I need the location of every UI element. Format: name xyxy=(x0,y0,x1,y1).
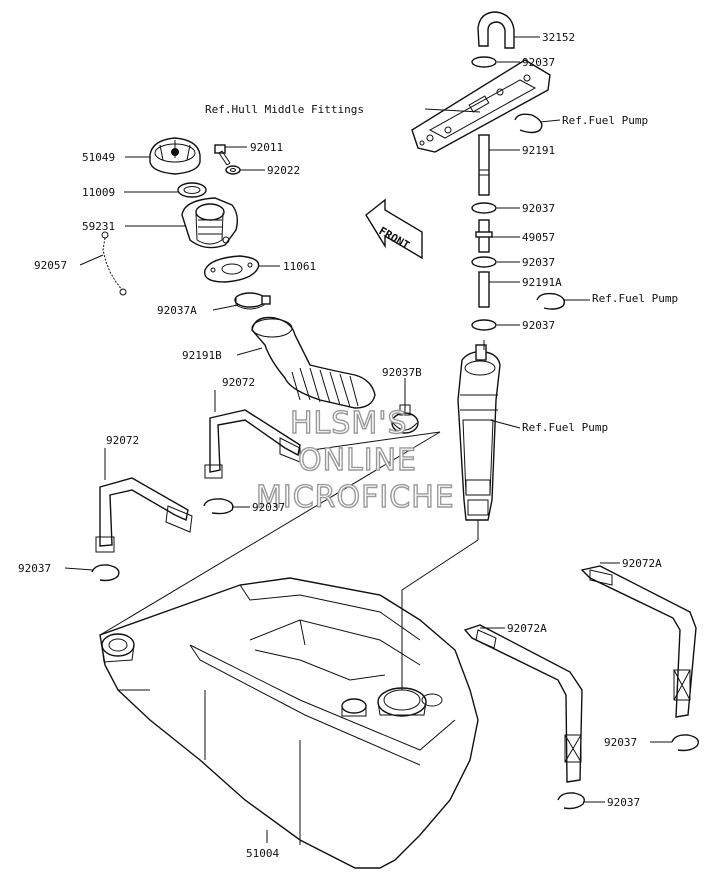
label-92072-a: 92072 xyxy=(222,376,255,389)
label-92037-r2: 92037 xyxy=(607,796,640,809)
label-92037-mid: 92037 xyxy=(252,501,285,514)
label-59231: 59231 xyxy=(82,220,115,233)
watermark: HLSM'S ONLINE MICROFICHE xyxy=(255,405,455,515)
label-49057: 49057 xyxy=(522,231,555,244)
clip-92037-r1 xyxy=(671,734,700,752)
label-92072A-2: 92072A xyxy=(507,622,547,635)
clip-92037-4 xyxy=(471,319,497,331)
hose-92191A xyxy=(478,271,490,308)
hull-fitting-bracket xyxy=(411,59,551,153)
label-92072-b: 92072 xyxy=(106,434,139,447)
front-arrow: FRONT xyxy=(365,198,423,260)
washer-92022 xyxy=(225,165,241,175)
label-51004: 51004 xyxy=(246,847,279,860)
label-ref-hull: Ref.Hull Middle Fittings xyxy=(205,103,364,116)
label-92191: 92191 xyxy=(522,144,555,157)
label-92191A: 92191A xyxy=(522,276,562,289)
clip-92037-2 xyxy=(471,202,497,214)
label-92011: 92011 xyxy=(250,141,283,154)
hose-92191 xyxy=(478,134,490,196)
label-ref-fuel-pump-3: Ref.Fuel Pump xyxy=(522,421,608,434)
clip-92037-top xyxy=(471,56,497,68)
label-92037-4: 92037 xyxy=(522,319,555,332)
clip-92037-3 xyxy=(471,256,497,268)
filler-neck-59231 xyxy=(181,197,239,249)
clamp-92037A xyxy=(234,292,271,310)
band-92072-b xyxy=(95,477,193,553)
band-92072A-2 xyxy=(463,624,583,783)
filler-cap-51049 xyxy=(149,137,201,175)
label-ref-fuel-pump-1: Ref.Fuel Pump xyxy=(562,114,648,127)
part-labels: 32152 92037 Ref.Hull Middle Fittings Ref… xyxy=(18,31,678,860)
label-32152: 32152 xyxy=(542,31,575,44)
clip-92037-left xyxy=(91,564,120,582)
label-92037B: 92037B xyxy=(382,366,422,379)
label-92057: 92057 xyxy=(34,259,67,272)
bolt-92011 xyxy=(214,144,231,166)
leader-lines xyxy=(64,36,672,843)
label-92022: 92022 xyxy=(267,164,300,177)
gasket-11009 xyxy=(177,182,207,198)
label-92037-top: 92037 xyxy=(522,56,555,69)
clip-92037-r2 xyxy=(557,792,586,810)
label-92037A: 92037A xyxy=(157,304,197,317)
band-92072A-1 xyxy=(580,565,697,718)
filler-hose-92191B xyxy=(251,316,376,409)
label-92191B: 92191B xyxy=(182,349,222,362)
fuel-pump xyxy=(457,344,501,521)
clip-fuel-pump-2 xyxy=(536,292,566,310)
fuel-tank-51004 xyxy=(99,577,479,869)
joint-49057 xyxy=(475,219,493,253)
gasket-11061 xyxy=(203,255,260,283)
watermark-line-1: HLSM'S xyxy=(290,406,408,441)
label-92037-2: 92037 xyxy=(522,202,555,215)
clamp-92037B xyxy=(391,404,419,434)
label-ref-fuel-pump-2: Ref.Fuel Pump xyxy=(592,292,678,305)
label-11009: 11009 xyxy=(82,186,115,199)
label-11061: 11061 xyxy=(283,260,316,273)
watermark-line-2: ONLINE xyxy=(298,443,417,478)
label-51049: 51049 xyxy=(82,151,115,164)
label-92037-r1: 92037 xyxy=(604,736,637,749)
hose-32152 xyxy=(477,11,515,49)
clip-fuel-pump-1 xyxy=(514,113,543,134)
tether-92057 xyxy=(101,231,127,296)
clip-92037-mid xyxy=(203,498,234,515)
watermark-line-3: MICROFICHE xyxy=(256,480,455,515)
label-92037-3: 92037 xyxy=(522,256,555,269)
label-92037-left: 92037 xyxy=(18,562,51,575)
label-92072A-1: 92072A xyxy=(622,557,662,570)
band-92072-a xyxy=(204,409,301,479)
